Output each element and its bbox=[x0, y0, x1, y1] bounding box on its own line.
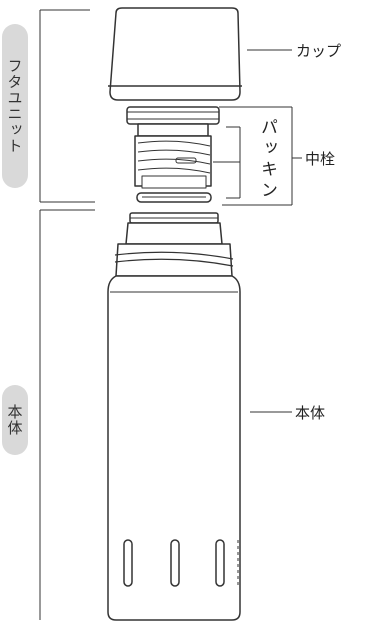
group-label-body: 本体 bbox=[2, 385, 28, 455]
bottle-body-part bbox=[107, 212, 241, 621]
label-gasket: パッキン bbox=[257, 118, 277, 202]
label-stopper: 中栓 bbox=[305, 150, 336, 168]
gasket-ring bbox=[136, 192, 212, 203]
group-label-lid-unit-text: フタユニット bbox=[5, 58, 24, 154]
stopper-part bbox=[126, 106, 220, 189]
body-bracket bbox=[39, 209, 95, 620]
label-cup: カップ bbox=[296, 42, 342, 60]
gasket-bracket bbox=[213, 126, 241, 199]
group-label-body-text: 本体 bbox=[5, 404, 24, 436]
lid-unit-bracket bbox=[39, 9, 95, 203]
label-body: 本体 bbox=[295, 404, 326, 422]
group-label-lid-unit: フタユニット bbox=[2, 24, 28, 188]
stopper-bracket bbox=[219, 106, 302, 206]
cup-part bbox=[108, 7, 242, 101]
